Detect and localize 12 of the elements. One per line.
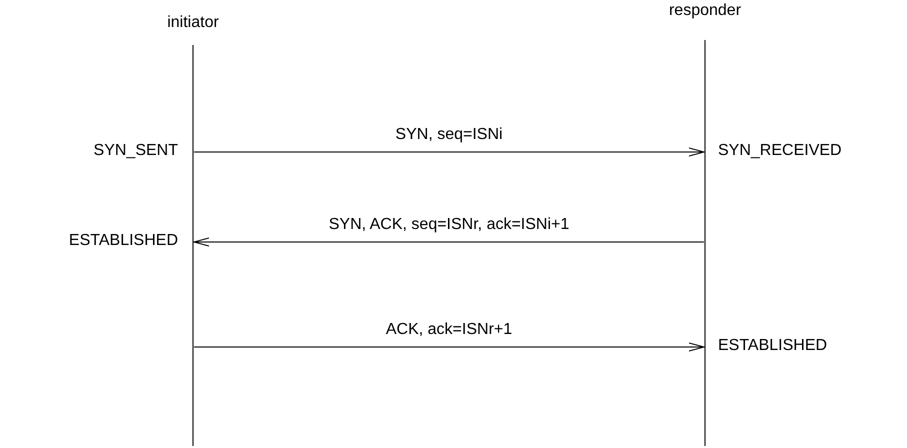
message-label: ACK, ack=ISNr+1	[386, 321, 512, 339]
participant-label: initiator	[167, 14, 219, 32]
state-label: SYN_RECEIVED	[718, 142, 842, 160]
message-arrow	[194, 238, 704, 246]
message-arrow	[194, 342, 704, 352]
message-arrow	[194, 148, 704, 156]
participant-label: responder	[668, 2, 742, 20]
message-label: SYN, ACK, seq=ISNr, ack=ISNi+1	[328, 216, 570, 234]
state-label: ESTABLISHED	[718, 337, 828, 355]
state-label: ESTABLISHED	[68, 232, 178, 250]
state-label: SYN_SENT	[94, 142, 178, 160]
message-label: SYN, seq=ISNi	[395, 126, 503, 144]
